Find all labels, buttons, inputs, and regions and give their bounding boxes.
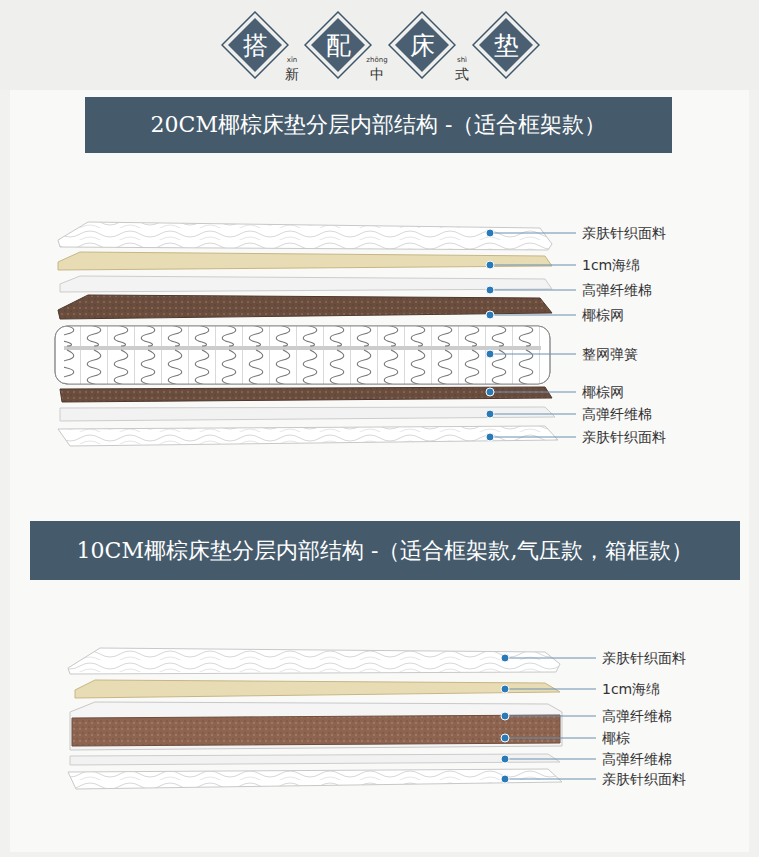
diamond-badge: 床 (388, 11, 456, 79)
style-character: 式 (455, 65, 469, 83)
style-character: 中 (370, 65, 384, 83)
diamond-badge: 配 (304, 11, 372, 79)
layer-label: 高弹纤维棉 (582, 281, 652, 299)
diamond-badge: 垫 (472, 11, 540, 79)
badge-character: 垫 (494, 33, 519, 58)
layer-label: 1cm海绵 (582, 256, 640, 274)
layer-label: 整网弹簧 (582, 345, 638, 363)
style-character: 新 (285, 65, 299, 83)
layer-label: 亲肤针织面料 (582, 224, 666, 242)
layer-label: 亲肤针织面料 (582, 428, 666, 446)
pinyin-note: shì (457, 56, 467, 65)
banner-title: 20CM椰棕床垫分层内部结构 -（适合框架款） (151, 110, 607, 140)
pinyin-note: xīn (287, 56, 298, 65)
layer-label: 亲肤针织面料 (602, 649, 686, 667)
layer-label: 高弹纤维棉 (602, 707, 672, 725)
badge-character: 床 (410, 33, 435, 58)
banner-title: 10CM椰棕床垫分层内部结构 -（适合框架款,气压款，箱框款） (77, 536, 694, 566)
layer-label: 高弹纤维棉 (602, 750, 672, 768)
layer-label: 高弹纤维棉 (582, 405, 652, 423)
layer-label: 1cm海绵 (602, 680, 660, 698)
layer-label: 椰棕 (602, 729, 630, 747)
layer-label: 椰棕网 (582, 383, 624, 401)
section-banner: 10CM椰棕床垫分层内部结构 -（适合框架款,气压款，箱框款） (30, 521, 740, 580)
badge-character: 配 (326, 33, 351, 58)
pinyin-note: zhōng (366, 56, 387, 65)
section-banner: 20CM椰棕床垫分层内部结构 -（适合框架款） (85, 97, 672, 153)
layer-label: 椰棕网 (582, 306, 624, 324)
layer-label: 亲肤针织面料 (602, 770, 686, 788)
badge-character: 搭 (243, 33, 268, 58)
diamond-badge: 搭 (221, 11, 289, 79)
